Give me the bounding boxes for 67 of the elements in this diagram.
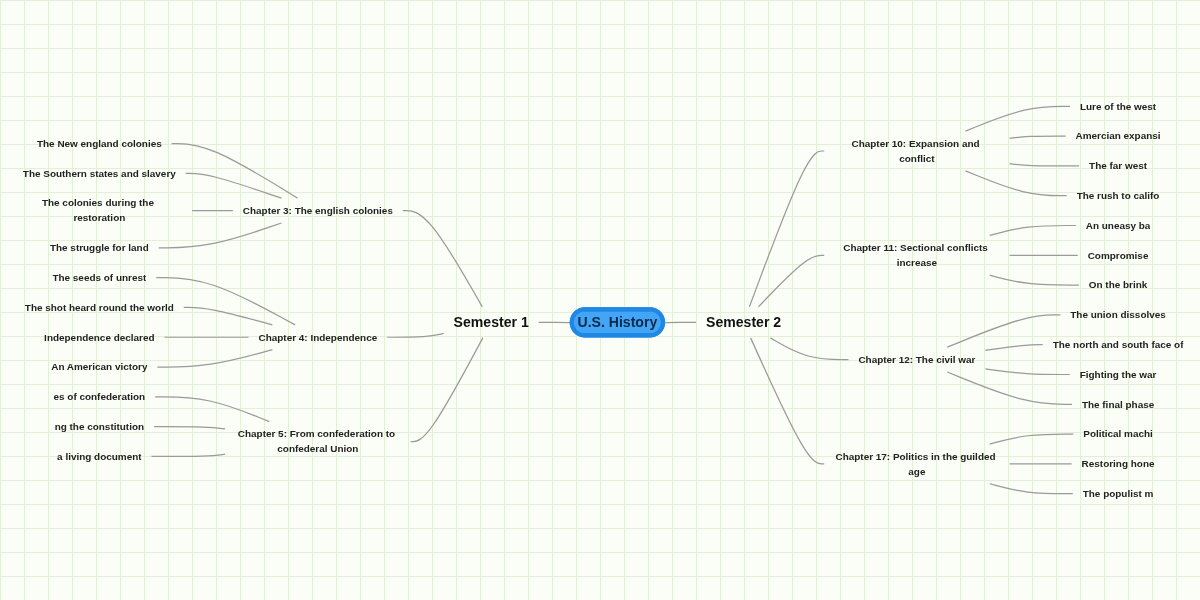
- connector: [156, 349, 273, 368]
- connector: [171, 142, 299, 199]
- node-text: ng the constitution: [54, 420, 145, 433]
- node-text: Semester 1: [453, 314, 529, 331]
- connector: [984, 344, 1044, 351]
- node-text: Independence declared: [44, 331, 155, 344]
- connector: [748, 150, 825, 308]
- connector: [150, 453, 226, 458]
- node-text: The seeds of unrest: [52, 271, 147, 284]
- connector: [989, 274, 1080, 286]
- node-text: Chapter 3: The english colonies: [242, 204, 393, 217]
- connector: [1009, 163, 1080, 167]
- node-text: An American victory: [51, 361, 148, 373]
- node-text: The colonies during the restoration: [41, 197, 154, 224]
- connector: [163, 336, 250, 338]
- node-text: The final phase: [1081, 398, 1155, 411]
- connector: [409, 337, 484, 443]
- node-text: Amercian expansi: [1075, 130, 1161, 142]
- node-text: Semester 2: [706, 314, 782, 331]
- connector: [1009, 254, 1079, 256]
- node-text: The populist m: [1082, 487, 1154, 500]
- connector: [964, 105, 1071, 132]
- connector: [750, 337, 825, 465]
- connector: [989, 483, 1074, 495]
- node-text: Chapter 12: The civil war: [858, 353, 976, 366]
- node-text: Chapter 17: Politics in the guilded age: [835, 450, 996, 478]
- node-text: Compromise: [1087, 249, 1149, 262]
- node-text: The rush to califo: [1076, 189, 1160, 202]
- connector: [1009, 463, 1073, 465]
- connector: [185, 172, 283, 199]
- connector: [946, 371, 1073, 405]
- connector: [183, 306, 273, 326]
- node-text: Chapter 5: From confederation to confederal Union: [237, 428, 396, 455]
- node-text: Political machi: [1083, 428, 1153, 440]
- connector: [769, 337, 850, 361]
- connector: [386, 332, 445, 338]
- connector: [155, 277, 296, 326]
- node-text: Chapter 4: Independence: [258, 331, 378, 344]
- node-text: The New england colonies: [36, 137, 162, 150]
- connector: [984, 368, 1071, 376]
- connector: [946, 314, 1061, 348]
- node-text: es of confederation: [53, 391, 146, 403]
- connector: [154, 396, 270, 423]
- node-text: Chapter 11: Sectional conflicts increase: [843, 242, 988, 269]
- connector: [964, 170, 1068, 197]
- node-text: a living document: [57, 450, 142, 463]
- connector: [538, 321, 573, 324]
- node-text: The shot heard round the world: [24, 301, 174, 314]
- node-text: Lure of the west: [1079, 100, 1157, 113]
- node-text: The struggle for land: [49, 242, 149, 254]
- connector: [1009, 135, 1067, 139]
- connector: [989, 224, 1077, 237]
- connector: [402, 210, 483, 308]
- node-text: An uneasy ba: [1085, 219, 1151, 232]
- connector: [158, 222, 283, 249]
- node-text: Fighting the war: [1079, 368, 1157, 381]
- node-text: The north and south face of: [1052, 338, 1184, 351]
- node-text: Chapter 10: Expansion and conflict: [851, 137, 980, 165]
- connector: [153, 426, 226, 430]
- connector: [989, 433, 1074, 445]
- node-text: The union dissolves: [1070, 309, 1166, 321]
- node-text: The far west: [1089, 160, 1148, 172]
- node-text: The Southern states and slavery: [22, 167, 176, 180]
- node-text: On the brink: [1088, 279, 1148, 291]
- connector: [757, 254, 825, 308]
- connector: [191, 210, 234, 212]
- node-text: Restoring hone: [1081, 458, 1155, 470]
